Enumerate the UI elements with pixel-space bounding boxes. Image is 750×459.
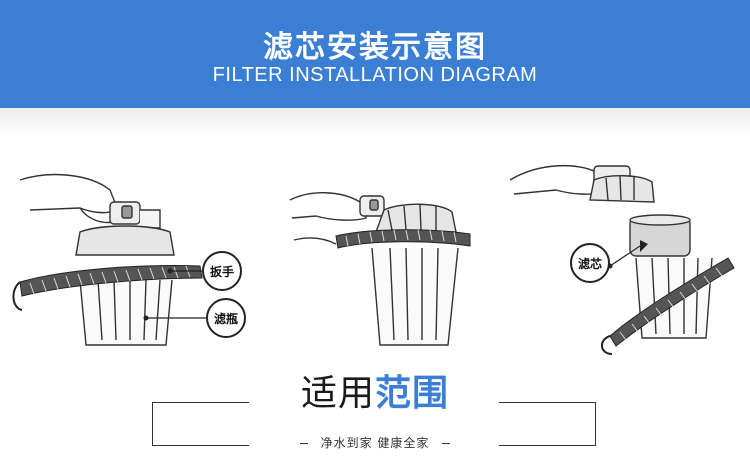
frame-bottom-left-segment: [300, 443, 308, 444]
step-2-illustration: [280, 140, 480, 355]
right-bracket-frame: [499, 402, 596, 446]
range-title-accent: 范围: [375, 373, 450, 414]
header-shadow: [0, 108, 750, 138]
filter-cartridge-drawing: [509, 165, 735, 355]
header-banner: 滤芯安装示意图 FILTER INSTALLATION DIAGRAM: [0, 0, 750, 108]
slogan-text: 净水到家 健康全家: [320, 436, 430, 450]
left-bracket-frame: [152, 402, 249, 446]
applicable-range-title: 适用范围: [0, 372, 750, 416]
frame-bottom-right-segment: [442, 443, 450, 444]
turning-bottle-drawing: [289, 192, 471, 346]
step-3-illustration: 滤芯: [490, 140, 740, 355]
filter-bottle-label: 滤瓶: [206, 298, 246, 338]
wrench-on-bottle-drawing: [12, 173, 206, 346]
banner-subtitle: FILTER INSTALLATION DIAGRAM: [212, 64, 538, 86]
step-1-illustration: 扳手 滤瓶: [10, 140, 280, 355]
range-title-plain: 适用: [300, 373, 375, 414]
banner-title: 滤芯安装示意图: [263, 30, 487, 65]
filter-cartridge-label: 滤芯: [570, 243, 610, 283]
wrench-label: 扳手: [202, 251, 242, 291]
